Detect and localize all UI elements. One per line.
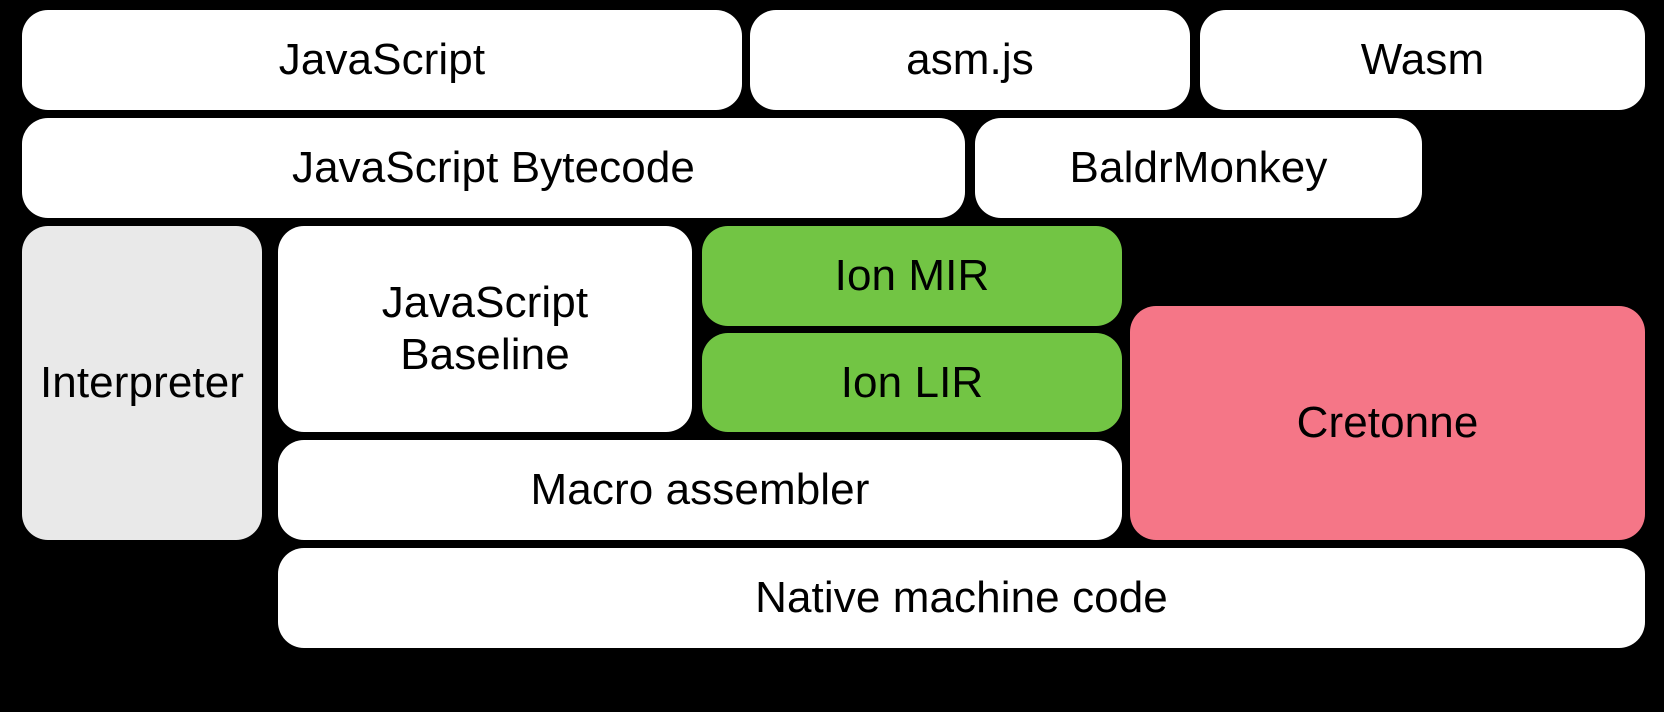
- node-native-machine-code[interactable]: Native machine code: [278, 548, 1645, 648]
- node-ion-lir[interactable]: Ion LIR: [702, 333, 1122, 432]
- node-interpreter[interactable]: Interpreter: [22, 226, 262, 540]
- node-cretonne[interactable]: Cretonne: [1130, 306, 1645, 540]
- node-javascript-bytecode[interactable]: JavaScript Bytecode: [22, 118, 965, 218]
- node-javascript[interactable]: JavaScript: [22, 10, 742, 110]
- node-asm-js[interactable]: asm.js: [750, 10, 1190, 110]
- node-macro-assembler[interactable]: Macro assembler: [278, 440, 1122, 540]
- node-ion-mir[interactable]: Ion MIR: [702, 226, 1122, 326]
- node-baldrmonkey[interactable]: BaldrMonkey: [975, 118, 1422, 218]
- node-javascript-baseline[interactable]: JavaScript Baseline: [278, 226, 692, 432]
- node-wasm[interactable]: Wasm: [1200, 10, 1645, 110]
